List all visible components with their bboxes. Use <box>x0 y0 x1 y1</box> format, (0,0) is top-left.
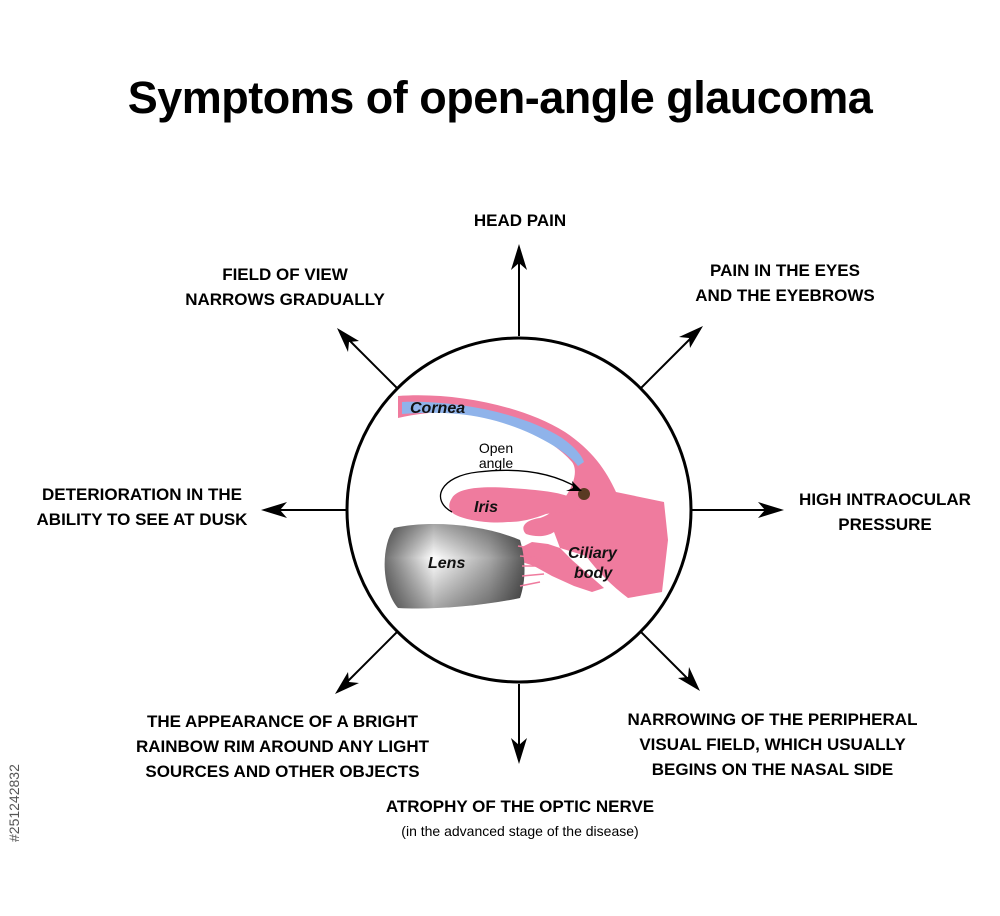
arrow-bottom-right-head <box>678 667 700 691</box>
symptom-left: DETERIORATION IN THE ABILITY TO SEE AT D… <box>36 485 248 529</box>
arrow-top-left-head <box>337 328 359 352</box>
symptom-top: HEAD PAIN <box>473 211 567 230</box>
open-angle-arrow <box>440 469 579 513</box>
arrow-top-head <box>511 244 527 270</box>
cornea-tissue <box>398 395 668 598</box>
open-angle-label-line1: Open <box>479 440 513 456</box>
zonule-fibres <box>517 545 545 587</box>
lens-label: Lens <box>428 555 465 572</box>
stock-id-watermark: #251242832 <box>6 764 22 842</box>
symptom-bottom: ATROPHY OF THE OPTIC NERVE <box>385 797 655 816</box>
ciliary-body-label-line2: body <box>574 565 613 582</box>
iris-label: Iris <box>474 499 498 516</box>
arrow-bottom-head <box>511 738 527 764</box>
symptom-bottom-right: NARROWING OF THE PERIPHERAL VISUAL FIELD… <box>627 710 918 779</box>
arrow-bottom-left-head <box>335 672 359 694</box>
symptom-top-right: PAIN IN THE EYES AND THE EYEBROWS <box>695 261 875 305</box>
arrow-top-right-head <box>679 326 703 348</box>
ciliary-processes <box>520 542 604 592</box>
arrow-right-head <box>758 502 784 518</box>
symptom-top-left: FIELD OF VIEW NARROWS GRADUALLY <box>185 265 385 309</box>
cornea-label: Cornea <box>410 400 465 417</box>
symptom-arrows <box>261 244 784 764</box>
symptom-bottom-left: THE APPEARANCE OF A BRIGHT RAINBOW RIM A… <box>135 712 430 781</box>
page-title: Symptoms of open-angle glaucoma <box>127 72 873 123</box>
ciliary-body-label-line1: Ciliary <box>568 545 618 562</box>
symptom-right: HIGH INTRAOCULAR PRESSURE <box>799 490 971 534</box>
cornea-blue-layer <box>402 401 584 466</box>
open-angle-label-line2: angle <box>479 455 513 471</box>
iris-tissue <box>449 487 582 523</box>
arrow-left-head <box>261 502 287 518</box>
symptom-bottom-note: (in the advanced stage of the disease) <box>401 823 639 839</box>
